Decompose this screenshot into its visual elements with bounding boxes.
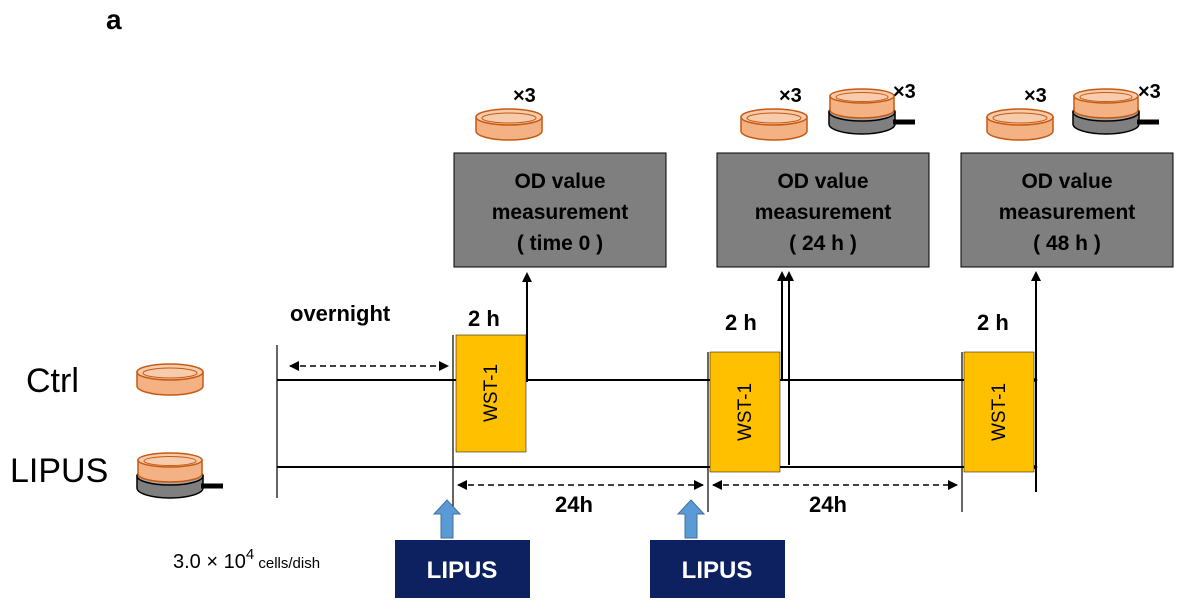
wst1-label-2: WST-1 bbox=[735, 383, 756, 441]
interval-label-2: 24h bbox=[809, 492, 847, 517]
interval-label-1: 24h bbox=[555, 492, 593, 517]
measure-1-dish-icon bbox=[475, 108, 543, 141]
seeding-exponent: 4 bbox=[246, 546, 254, 563]
ctrl-dish-icon bbox=[136, 363, 204, 396]
measure-2-line1: OD value bbox=[777, 170, 868, 193]
od-measurement-box-24h: OD value measurement ( 24 h ) bbox=[716, 152, 930, 268]
measure-2-line2: measurement bbox=[755, 201, 892, 224]
lipus-treatment-box-2: LIPUS bbox=[650, 540, 785, 598]
replicate-label-3a: ×3 bbox=[1024, 85, 1047, 107]
ctrl-row-label: Ctrl bbox=[26, 362, 79, 400]
measure-1-line2: measurement bbox=[492, 201, 629, 224]
replicate-label-2a: ×3 bbox=[779, 85, 802, 107]
wst1-box-3: WST-1 bbox=[963, 351, 1035, 473]
measure-3-line3: ( 48 h ) bbox=[1033, 232, 1101, 255]
lipus-treatment-label-2: LIPUS bbox=[682, 557, 753, 584]
lipus-dish-icon bbox=[137, 453, 223, 498]
measure-2-line3: ( 24 h ) bbox=[789, 232, 857, 255]
wst1-box-2: WST-1 bbox=[709, 351, 781, 473]
od-measurement-box-48h: OD value measurement ( 48 h ) bbox=[960, 152, 1174, 268]
replicate-label-1: ×3 bbox=[513, 85, 536, 107]
od-measurement-box-time0: OD value measurement ( time 0 ) bbox=[453, 152, 667, 268]
wst1-label-1: WST-1 bbox=[481, 364, 502, 422]
lipus-treatment-box-1: LIPUS bbox=[395, 540, 530, 598]
measure-2-ctrl-dish-icon bbox=[740, 108, 808, 141]
seeding-unit: cells/dish bbox=[254, 555, 320, 572]
overnight-label: overnight bbox=[290, 301, 391, 326]
lipus-row-label: LIPUS bbox=[10, 452, 108, 490]
wst1-box-1: WST-1 bbox=[455, 334, 527, 453]
wst1-label-3: WST-1 bbox=[989, 383, 1010, 441]
seeding-prefix: 3.0 × 10 bbox=[173, 551, 246, 573]
panel-label: a bbox=[106, 4, 122, 35]
measure-3-line2: measurement bbox=[999, 201, 1136, 224]
incubation-label-3: 2 h bbox=[977, 310, 1009, 335]
lipus-treatment-label-1: LIPUS bbox=[427, 557, 498, 584]
measure-1-line3: ( time 0 ) bbox=[517, 232, 603, 255]
lipus-arrow-icon-1 bbox=[432, 499, 462, 539]
incubation-label-2: 2 h bbox=[725, 310, 757, 335]
measure-1-line1: OD value bbox=[514, 170, 605, 193]
replicate-label-3b: ×3 bbox=[1138, 81, 1161, 103]
measure-3-ctrl-dish-icon bbox=[986, 108, 1054, 141]
lipus-arrow-icon-2 bbox=[676, 499, 706, 539]
measure-3-line1: OD value bbox=[1021, 170, 1112, 193]
seeding-density: 3.0 × 104 cells/dish bbox=[173, 546, 320, 573]
incubation-label-1: 2 h bbox=[468, 306, 500, 331]
replicate-label-2b: ×3 bbox=[893, 81, 916, 103]
